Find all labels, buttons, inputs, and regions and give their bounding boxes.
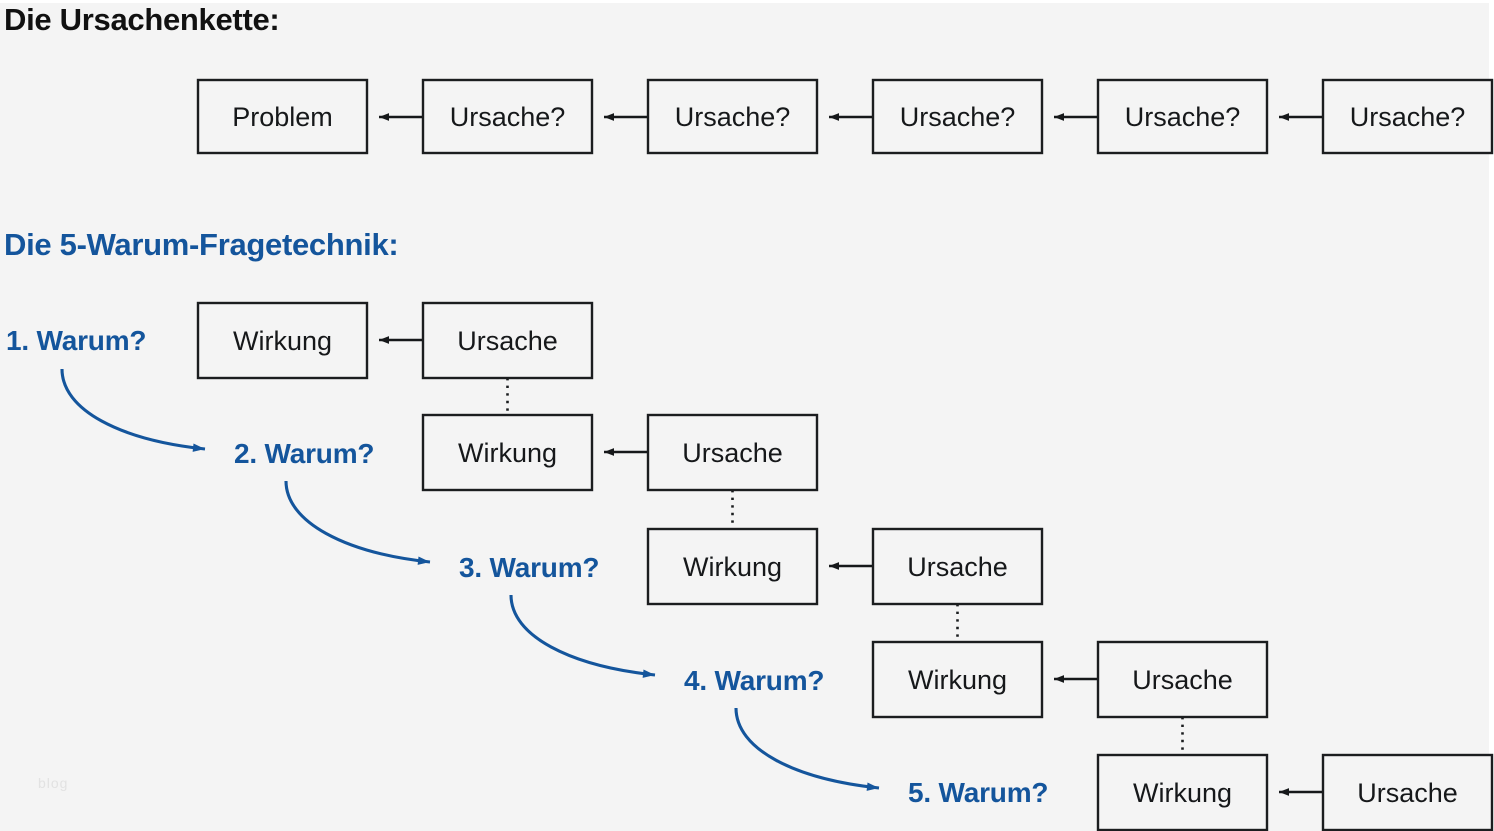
why-row-1-effect-box[interactable]: Wirkung [196, 301, 369, 380]
why-label-4: 4. Warum? [684, 665, 824, 696]
effect-box-label: Wirkung [908, 665, 1007, 695]
top-edge-strip [0, 0, 1494, 3]
chain-box-label: Ursache? [1350, 102, 1466, 132]
chain-box-label: Problem [232, 102, 333, 132]
effect-box-label: Wirkung [1133, 778, 1232, 808]
why-row-1-cause-box[interactable]: Ursache [421, 301, 594, 380]
why-row-2-effect-box[interactable]: Wirkung [421, 413, 594, 492]
ursachenkette-chain: Problem Ursache? Ursache? Ursache? Ursac… [196, 78, 1494, 155]
blog-watermark: blog [38, 775, 69, 791]
why-row-5-effect-box[interactable]: Wirkung [1096, 753, 1269, 831]
why-row-4-effect-box[interactable]: Wirkung [871, 640, 1044, 719]
why-row-2-cause-box[interactable]: Ursache [646, 413, 819, 492]
chain-box-label: Ursache? [675, 102, 791, 132]
chain-box-cause-2[interactable]: Ursache? [646, 78, 819, 155]
why-label-3: 3. Warum? [459, 552, 599, 583]
right-edge-strip [1489, 0, 1494, 831]
chain-box-cause-5[interactable]: Ursache? [1321, 78, 1494, 155]
cause-box-label: Ursache [907, 552, 1008, 582]
why-curve-arrow-2-to-3 [284, 480, 431, 565]
page-title-fragetechnik: Die 5-Warum-Fragetechnik: [4, 227, 399, 262]
chain-box-cause-4[interactable]: Ursache? [1096, 78, 1269, 155]
why-curve-arrow-4-to-5 [734, 707, 880, 791]
page-title-ursachenkette: Die Ursachenkette: [4, 2, 280, 37]
why-row-3-effect-box[interactable]: Wirkung [646, 527, 819, 606]
chain-box-cause-1[interactable]: Ursache? [421, 78, 594, 155]
why-row-3-cause-box[interactable]: Ursache [871, 527, 1044, 606]
why-curve-arrow-3-to-4 [509, 594, 656, 678]
why-row-4-cause-box[interactable]: Ursache [1096, 640, 1269, 719]
effect-box-label: Wirkung [458, 438, 557, 468]
chain-box-label: Ursache? [450, 102, 566, 132]
why-label-5: 5. Warum? [908, 777, 1048, 808]
effect-box-label: Wirkung [233, 326, 332, 356]
why-curve-arrow-1-to-2 [60, 368, 206, 452]
cause-box-label: Ursache [682, 438, 783, 468]
effect-box-label: Wirkung [683, 552, 782, 582]
why-row-5-cause-box[interactable]: Ursache [1321, 753, 1494, 831]
chain-box-problem[interactable]: Problem [196, 78, 369, 155]
cause-box-label: Ursache [457, 326, 558, 356]
fragetechnik-cascade: Wirkung Ursache Wirkung Ursache Wirkung [6, 301, 1494, 831]
chain-box-cause-3[interactable]: Ursache? [871, 78, 1044, 155]
cause-box-label: Ursache [1132, 665, 1233, 695]
why-label-1: 1. Warum? [6, 325, 146, 356]
chain-box-label: Ursache? [900, 102, 1016, 132]
why-label-2: 2. Warum? [234, 438, 374, 469]
chain-box-label: Ursache? [1125, 102, 1241, 132]
cause-box-label: Ursache [1357, 778, 1458, 808]
